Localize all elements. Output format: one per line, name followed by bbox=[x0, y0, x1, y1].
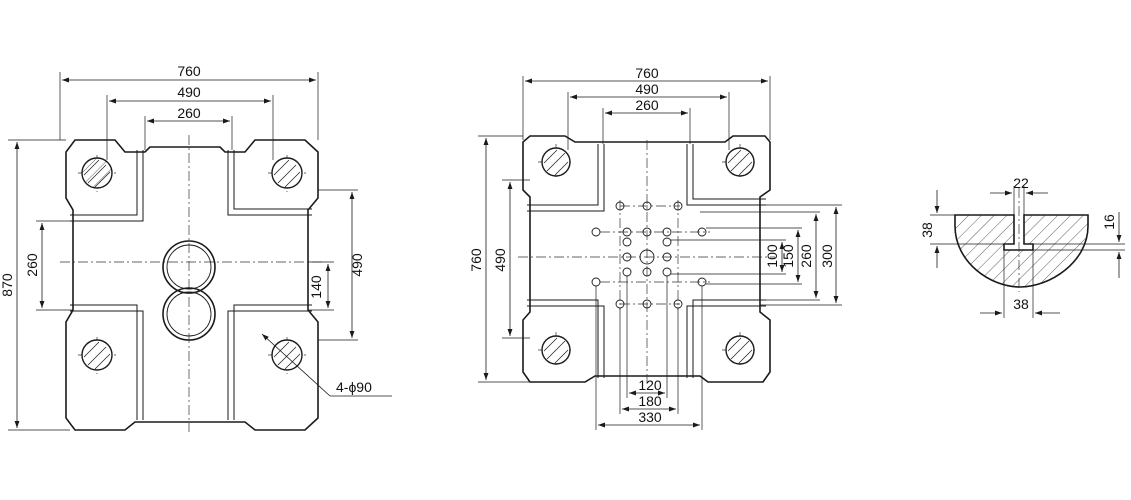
left-ejector-ring-lower bbox=[162, 287, 216, 341]
middle-tslot-upper-left bbox=[527, 144, 605, 212]
left-dim-260-vertical: 260 bbox=[24, 253, 40, 277]
middle-dim-330: 330 bbox=[638, 409, 662, 425]
left-ejector-ring-upper bbox=[162, 240, 216, 294]
left-tiebar-hole-tr bbox=[271, 157, 303, 189]
left-dim-760: 760 bbox=[177, 63, 201, 79]
left-tslot-upper-right bbox=[227, 150, 312, 216]
tslot-section-outline bbox=[954, 214, 1089, 288]
left-platen-outline bbox=[65, 139, 319, 431]
left-dim-260: 260 bbox=[177, 105, 201, 121]
left-dim-870: 870 bbox=[0, 273, 15, 297]
middle-dim-760-vertical: 760 bbox=[468, 248, 484, 272]
middle-dim-260: 260 bbox=[635, 97, 659, 113]
middle-dim-180: 180 bbox=[638, 393, 662, 409]
left-hole-hatching bbox=[83, 159, 301, 370]
left-tiebar-hole-br bbox=[271, 339, 303, 371]
section-dim-16: 16 bbox=[1101, 214, 1117, 230]
section-dim-38-bottom: 38 bbox=[1013, 296, 1029, 312]
section-dim-38-left: 38 bbox=[919, 222, 935, 238]
middle-tslot-lower-right bbox=[686, 299, 766, 378]
left-platen-view: 760 490 260 870 260 490 140 4-ϕ90 bbox=[0, 63, 392, 432]
left-hole-callout: 4-ϕ90 bbox=[336, 379, 372, 395]
middle-dim-300: 300 bbox=[819, 244, 835, 268]
left-dim-140: 140 bbox=[308, 275, 324, 299]
section-dim-22: 22 bbox=[1013, 175, 1029, 191]
middle-tslot-lower-left bbox=[527, 299, 605, 378]
left-tslot-upper-left bbox=[70, 150, 144, 222]
tslot-section-view: 22 38 16 38 bbox=[919, 175, 1125, 318]
left-dim-490: 490 bbox=[177, 84, 201, 100]
middle-platen-view: 760 490 260 760 490 300 260 150 100 bbox=[468, 65, 842, 430]
middle-dim-120: 120 bbox=[638, 377, 662, 393]
left-tslot-lower-left bbox=[70, 304, 144, 420]
left-tslot-lower-right bbox=[227, 304, 312, 420]
middle-dim-490-vertical: 490 bbox=[492, 248, 508, 272]
middle-hole-hatching bbox=[543, 149, 753, 364]
left-tiebar-hole-bl bbox=[81, 339, 113, 371]
middle-tslot-upper-right bbox=[686, 144, 766, 206]
middle-dim-260-vertical: 260 bbox=[798, 244, 814, 268]
middle-dim-100: 100 bbox=[764, 244, 780, 268]
middle-bolt-hole-pattern bbox=[591, 200, 710, 310]
middle-platen-outline bbox=[522, 135, 771, 383]
middle-dim-760: 760 bbox=[635, 65, 659, 81]
left-dim-490-vertical: 490 bbox=[349, 253, 365, 277]
middle-dim-490: 490 bbox=[635, 81, 659, 97]
